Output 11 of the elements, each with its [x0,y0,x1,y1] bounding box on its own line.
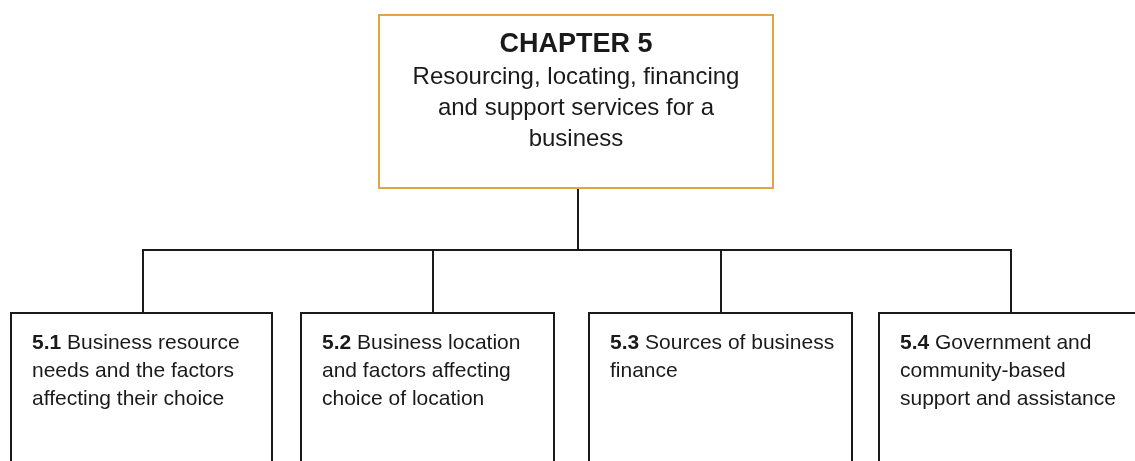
section-title: 5.2 Business location and factors affecting choice of location [322,329,522,411]
chapter-title: Resourcing, locating, financing and support services for a business [411,61,741,153]
section-box [588,312,853,461]
chapter-box [378,14,774,189]
section-title: 5.4 Government and community-based support and assistance [900,329,1117,411]
chapter-heading: CHAPTER 5 [498,27,654,60]
section-box [878,312,1135,461]
section-title: 5.1 Business resource needs and the factors affecting their choice [32,329,241,411]
section-box [10,312,273,461]
section-box [300,312,555,461]
section-title: 5.3 Sources of business finance [610,329,835,383]
